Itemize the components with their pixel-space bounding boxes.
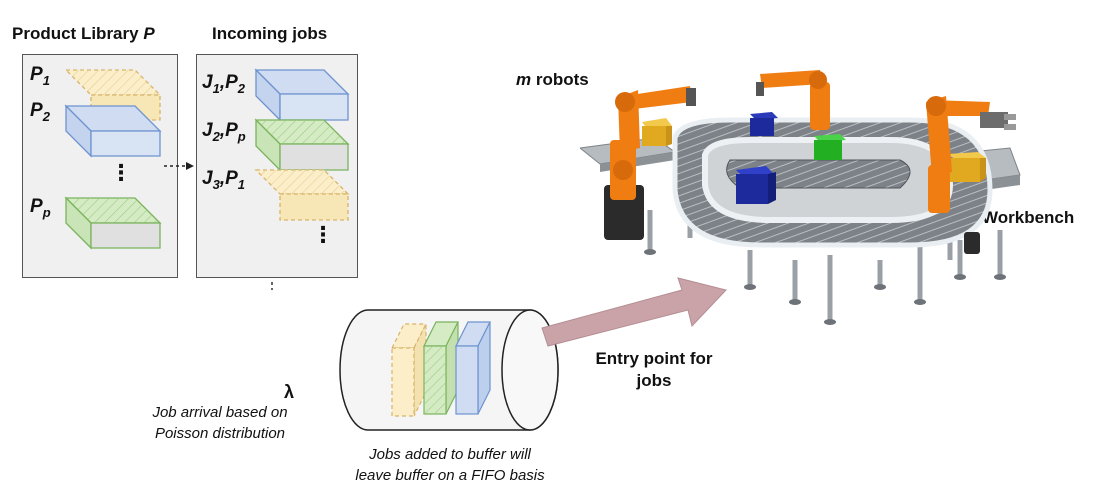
job-box-j1 — [254, 68, 350, 122]
incoming-jobs-ellipsis: ⋮ — [312, 222, 334, 247]
cube-blue-top — [750, 112, 778, 136]
incoming-job-boxes — [164, 68, 350, 290]
product-library-title: Product Library P — [12, 24, 155, 44]
cube-yellow-right — [948, 152, 986, 182]
job-box-j3 — [254, 169, 350, 221]
product-box-p2 — [64, 104, 162, 158]
product-library-boxes — [64, 69, 162, 250]
buffer-job-green — [423, 321, 459, 415]
workbench-label: Workbench — [982, 208, 1075, 227]
buffer-job-blue — [455, 321, 491, 415]
product-library-title-text: Product Library — [12, 24, 144, 43]
product-library-ellipsis: ⋮ — [110, 160, 132, 185]
robot-arm-right — [926, 96, 1016, 254]
robots-label: m robots — [516, 70, 589, 89]
jobs-to-buffer-arrow — [271, 282, 273, 290]
product-box-pp — [64, 196, 162, 250]
job-label-j2: J2,Pp — [202, 120, 246, 144]
job-label-j1: J1,P2 — [202, 72, 245, 96]
library-to-jobs-arrow — [164, 162, 194, 170]
robot-arm-left — [604, 86, 696, 240]
buffer-cylinder — [339, 309, 559, 431]
product-label-pp: Pp — [30, 196, 51, 220]
robot-arm-top — [756, 70, 830, 130]
conveyor-legs — [647, 210, 1003, 320]
cube-blue-front — [736, 166, 776, 204]
cube-yellow-left — [642, 118, 672, 146]
product-label-p2: P2 — [30, 100, 50, 124]
entry-point-label: Entry point for jobs — [595, 349, 713, 390]
cube-green — [814, 134, 846, 160]
lambda-symbol: λ — [284, 382, 295, 402]
product-library-title-var: P — [143, 24, 155, 43]
job-label-j3: J3,P1 — [202, 168, 245, 192]
robots-count-var: m — [516, 70, 532, 89]
product-label-p1: P1 — [30, 64, 50, 88]
job-box-j2 — [254, 118, 350, 172]
arrival-caption: Job arrival based on Poisson distributio… — [152, 404, 288, 442]
conveyor-feet — [644, 249, 1006, 325]
buffer-caption: Jobs added to buffer will leave buffer o… — [355, 446, 545, 484]
robot-cell-illustration — [580, 70, 1021, 325]
incoming-jobs-title: Incoming jobs — [212, 24, 328, 43]
buffer-job-yellow — [391, 323, 427, 417]
entry-arrow — [541, 277, 727, 347]
